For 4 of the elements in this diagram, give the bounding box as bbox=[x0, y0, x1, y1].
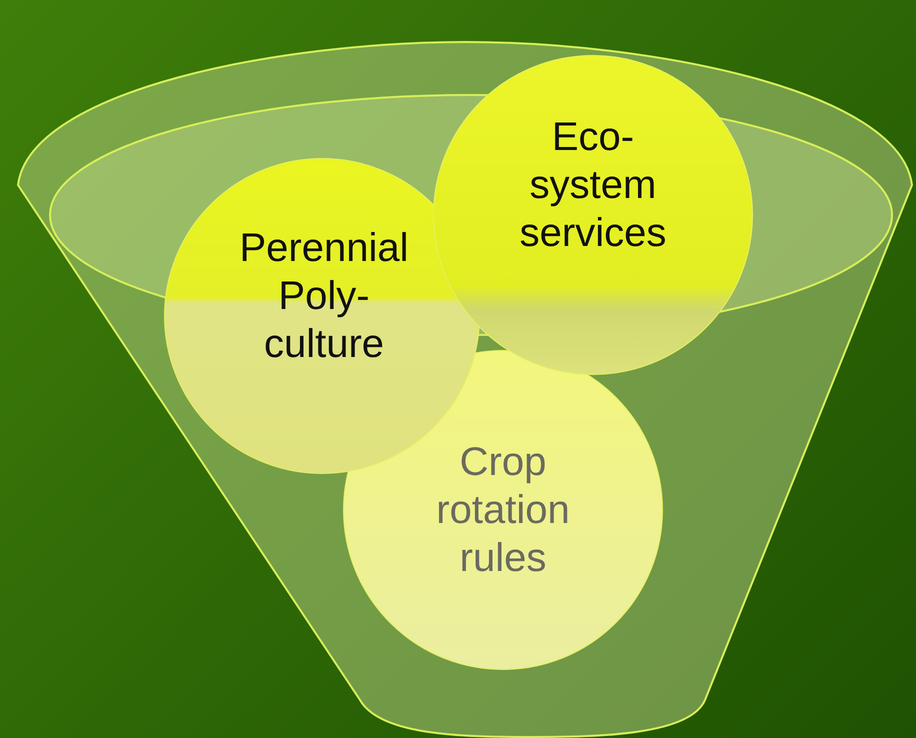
circle-label: Eco- system services bbox=[518, 114, 668, 257]
circle-label: Crop rotation rules bbox=[435, 439, 571, 582]
circle-label: Perennial Poly- culture bbox=[238, 225, 410, 368]
funnel-drawing bbox=[18, 40, 914, 738]
